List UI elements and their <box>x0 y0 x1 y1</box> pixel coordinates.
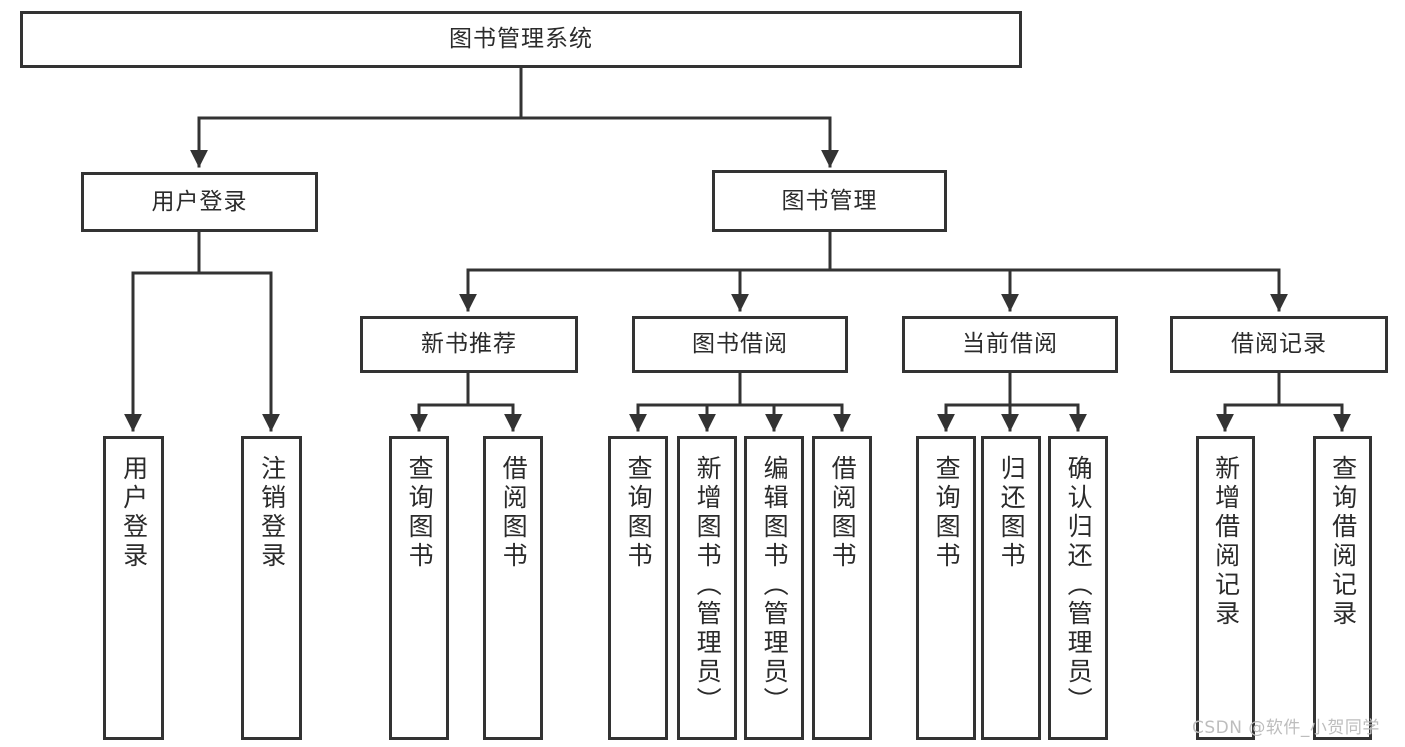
leaf-query-book-recommend[interactable]: 查询图书 <box>389 436 449 740</box>
node-label: 新增图书（管理员） <box>693 455 723 716</box>
node-borrow-record[interactable]: 借阅记录 <box>1170 316 1388 373</box>
node-label: 借阅图书 <box>828 455 858 571</box>
node-label: 用户登录 <box>119 455 149 571</box>
node-label: 查询图书 <box>405 455 435 571</box>
leaf-user-login[interactable]: 用户登录 <box>103 436 164 740</box>
node-label: 当前借阅 <box>962 331 1058 358</box>
node-label: 新书推荐 <box>421 331 517 358</box>
node-new-book-recommend[interactable]: 新书推荐 <box>360 316 578 373</box>
node-current-borrow[interactable]: 当前借阅 <box>902 316 1118 373</box>
node-label: 借阅记录 <box>1231 331 1327 358</box>
node-label: 确认归还（管理员） <box>1064 455 1094 716</box>
node-label: 借阅图书 <box>499 455 529 571</box>
leaf-logout[interactable]: 注销登录 <box>241 436 302 740</box>
leaf-confirm-return-admin[interactable]: 确认归还（管理员） <box>1048 436 1108 740</box>
leaf-add-borrow-record[interactable]: 新增借阅记录 <box>1196 436 1255 740</box>
node-label: 用户登录 <box>151 188 248 215</box>
node-label: 编辑图书（管理员） <box>760 455 790 716</box>
node-label: 图书借阅 <box>692 331 788 358</box>
csdn-watermark: CSDN @软件_小贺同学 <box>1192 718 1380 738</box>
node-book-borrow[interactable]: 图书借阅 <box>632 316 848 373</box>
node-label: 图书管理 <box>781 187 878 214</box>
node-label: 归还图书 <box>997 455 1027 571</box>
leaf-borrow-book-recommend[interactable]: 借阅图书 <box>483 436 543 740</box>
node-label: 查询借阅记录 <box>1328 455 1358 629</box>
leaf-query-book-current[interactable]: 查询图书 <box>916 436 976 740</box>
leaf-return-book[interactable]: 归还图书 <box>981 436 1041 740</box>
node-label: 图书管理系统 <box>449 26 593 53</box>
node-label: 查询图书 <box>932 455 962 571</box>
leaf-add-book-admin[interactable]: 新增图书（管理员） <box>677 436 737 740</box>
node-book-management[interactable]: 图书管理 <box>712 170 947 232</box>
node-label: 查询图书 <box>624 455 654 571</box>
leaf-borrow-book[interactable]: 借阅图书 <box>812 436 872 740</box>
node-user-login[interactable]: 用户登录 <box>81 172 318 232</box>
node-root-book-management-system[interactable]: 图书管理系统 <box>20 11 1022 68</box>
leaf-edit-book-admin[interactable]: 编辑图书（管理员） <box>744 436 804 740</box>
leaf-query-book-borrow[interactable]: 查询图书 <box>608 436 668 740</box>
leaf-query-borrow-record[interactable]: 查询借阅记录 <box>1313 436 1372 740</box>
node-label: 新增借阅记录 <box>1211 455 1241 629</box>
node-label: 注销登录 <box>257 455 287 571</box>
